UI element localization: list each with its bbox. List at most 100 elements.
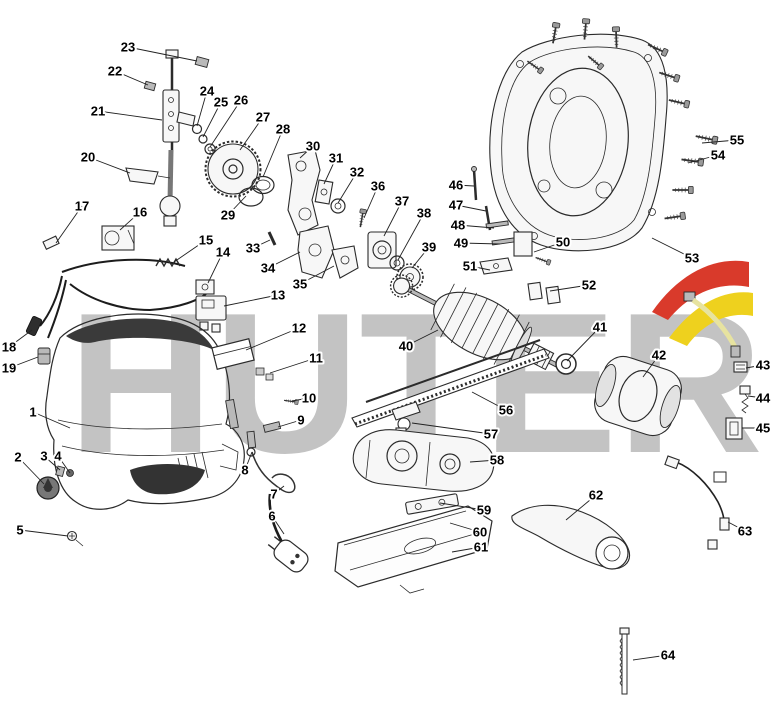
callout-14-label: 14 <box>216 245 231 260</box>
callout-34-label: 34 <box>261 261 276 276</box>
callout-25-leader <box>202 101 222 138</box>
callout-22-leader <box>114 70 149 86</box>
callout-47-label: 47 <box>449 198 463 213</box>
callout-12-label: 12 <box>292 321 306 336</box>
crank-gear-assembly <box>125 49 275 227</box>
callout-30-leader <box>299 145 314 159</box>
armature-assembly <box>389 274 577 375</box>
callout-35-label: 35 <box>293 277 307 292</box>
callout-24-leader <box>196 90 208 127</box>
callout-9-label: 9 <box>297 413 304 428</box>
eccentric <box>159 195 181 217</box>
callout-33-label: 33 <box>246 241 260 256</box>
callout-53-leader <box>651 237 693 259</box>
plate-31 <box>314 179 334 205</box>
callout-22-label: 22 <box>108 64 122 79</box>
plunger-rod <box>225 398 239 430</box>
bracket-14 <box>195 279 215 295</box>
plate-35 <box>331 245 359 279</box>
callout-37-label: 37 <box>395 194 409 209</box>
callout-50-leader <box>533 241 564 253</box>
callout-32-label: 32 <box>350 165 364 180</box>
callout-37-leader <box>383 200 403 237</box>
callout-17-label: 17 <box>75 199 89 214</box>
callout-10-leader <box>291 397 310 402</box>
callout-62-leader <box>565 494 597 521</box>
callout-20-leader <box>87 156 131 174</box>
callout-10-label: 10 <box>302 391 316 406</box>
callout-38-leader <box>397 212 425 261</box>
logo-yellow-swoosh-icon <box>669 292 753 346</box>
callout-1-leader <box>32 411 71 429</box>
callout-34-leader <box>267 251 301 269</box>
housing-53-outline <box>489 33 668 252</box>
callout-14-leader <box>207 251 224 284</box>
slider-12 <box>211 338 255 370</box>
callout-11-leader <box>269 357 317 374</box>
callout-60-label: 60 <box>473 525 487 540</box>
tool-body-group <box>25 225 309 573</box>
gear-27-teeth <box>204 140 262 198</box>
callout-13-label: 13 <box>271 288 285 303</box>
callout-12-leader <box>245 327 300 351</box>
callout-41-label: 41 <box>593 320 607 335</box>
callout-39-label: 39 <box>422 240 436 255</box>
callout-3-label: 3 <box>40 449 47 464</box>
cylinder-19 <box>37 347 51 365</box>
callout-35-leader <box>299 265 335 285</box>
callout-36-leader <box>363 185 379 219</box>
callout-46-leader <box>455 184 475 187</box>
pin-8 <box>246 430 257 457</box>
callout-56-leader <box>471 391 507 411</box>
callout-23-leader <box>127 46 198 62</box>
callout-48-label: 48 <box>451 218 465 233</box>
callout-7-leader <box>273 485 285 495</box>
callout-63-leader <box>727 521 746 532</box>
clip-17 <box>42 235 60 250</box>
callout-32-leader <box>337 171 358 204</box>
callout-26-leader <box>209 99 242 148</box>
callout-8-leader <box>244 451 253 471</box>
callout-16-leader <box>119 211 141 231</box>
callout-59-leader <box>439 502 485 511</box>
plate-52b <box>545 285 561 305</box>
callout-64-label: 64 <box>661 648 676 663</box>
callout-43-leader <box>745 364 764 369</box>
gear-housing-cover <box>471 17 720 305</box>
callout-59-label: 59 <box>477 503 491 518</box>
wire-loop-7 <box>251 451 296 494</box>
callout-47-leader <box>455 204 487 212</box>
base-assembly <box>334 339 550 594</box>
callout-62-label: 62 <box>589 488 603 503</box>
plate-30 <box>287 149 321 236</box>
callout-45-label: 45 <box>756 421 770 436</box>
brush-parts <box>725 361 751 440</box>
callout-21-label: 21 <box>91 104 105 119</box>
callout-3-leader <box>43 455 61 471</box>
callout-36-label: 36 <box>371 179 385 194</box>
callout-28-leader <box>262 128 284 178</box>
bolt-22 <box>143 80 157 92</box>
callout-58-leader <box>469 459 498 463</box>
counterweight-plates <box>267 149 359 279</box>
callout-13-leader <box>223 294 279 307</box>
callout-61-leader <box>451 546 482 553</box>
callout-58-label: 58 <box>490 453 504 468</box>
callout-60-leader <box>449 522 481 533</box>
part-44 <box>739 385 751 395</box>
callout-21-leader <box>97 110 163 121</box>
callout-18-leader <box>8 329 33 348</box>
shaft-cap <box>165 49 179 59</box>
callout-55-leader <box>701 139 738 144</box>
callout-49-leader <box>460 242 501 245</box>
callout-50-label: 50 <box>556 235 570 250</box>
callout-29-leader <box>227 195 247 216</box>
callout-46-label: 46 <box>449 178 463 193</box>
coil-16 <box>101 225 135 251</box>
callout-41-leader <box>566 326 601 362</box>
callout-53-label: 53 <box>685 251 699 266</box>
callout-29-label: 29 <box>221 208 235 223</box>
callout-15-label: 15 <box>199 233 213 248</box>
